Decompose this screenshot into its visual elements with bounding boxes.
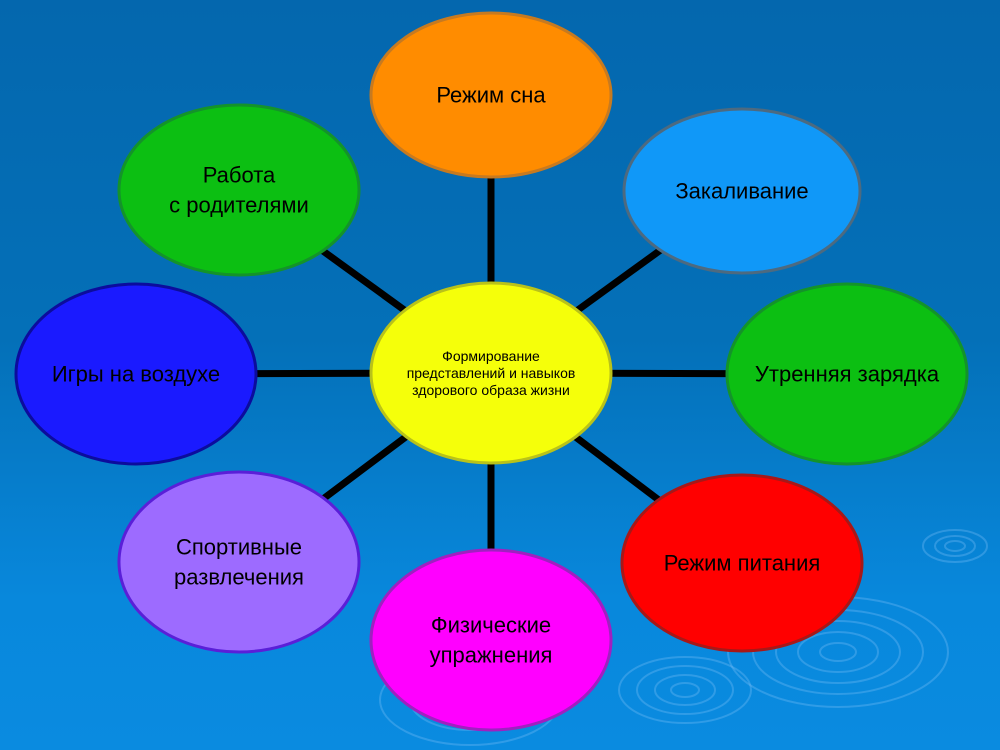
node-physical-exercise: Физические упражнения	[369, 548, 613, 732]
node-label-line: здорового образа жизни	[412, 382, 570, 398]
ripple-ring	[797, 631, 879, 673]
node-label-line: с родителями	[169, 193, 309, 218]
node-morning-exercise: Утренняя зарядка	[725, 282, 969, 466]
node-outdoor-games: Игры на воздухе	[14, 282, 258, 466]
ripple-ring	[775, 620, 901, 684]
node-label-line: представлений и навыков	[407, 365, 576, 381]
ripple-ring	[636, 665, 734, 715]
node-label-line: Режим сна	[436, 83, 546, 108]
node-hardening: Закаливание	[622, 107, 862, 275]
node-nutrition: Режим питания	[620, 473, 864, 653]
node-parents-work: Работа с родителями	[117, 103, 361, 277]
node-label-line: упражнения	[430, 643, 553, 668]
node-label-line: Работа	[203, 163, 276, 188]
ripple-ring	[670, 682, 700, 698]
node-label-line: Формирование	[442, 348, 540, 364]
node-label-line: Спортивные	[176, 535, 302, 560]
node-ellipse	[369, 548, 613, 732]
node-label-line: Утренняя зарядка	[755, 362, 940, 387]
node-ellipse	[725, 282, 969, 466]
node-ellipse	[622, 107, 862, 275]
node-sports-entertainment: Спортивные развлечения	[117, 470, 361, 654]
node-ellipse	[117, 470, 361, 654]
ripple-ring	[654, 674, 716, 706]
node-ellipse	[620, 473, 864, 653]
ripple-ring	[819, 642, 857, 662]
ripple-ring	[618, 656, 752, 724]
node-label-line: развлечения	[174, 565, 304, 590]
ripple-ring	[944, 540, 966, 552]
node-ellipse	[14, 282, 258, 466]
node-ellipse	[369, 11, 613, 179]
node-sleep: Режим сна	[369, 11, 613, 179]
node-ellipse	[117, 103, 361, 277]
ripple-ring	[934, 535, 976, 557]
ripple-ring	[922, 529, 988, 563]
node-label-line: Режим питания	[664, 551, 821, 576]
node-label-line: Игры на воздухе	[52, 362, 220, 387]
node-label-line: Закаливание	[675, 179, 808, 204]
node-ellipse	[369, 281, 613, 465]
node-label-line: Физические	[431, 613, 551, 638]
